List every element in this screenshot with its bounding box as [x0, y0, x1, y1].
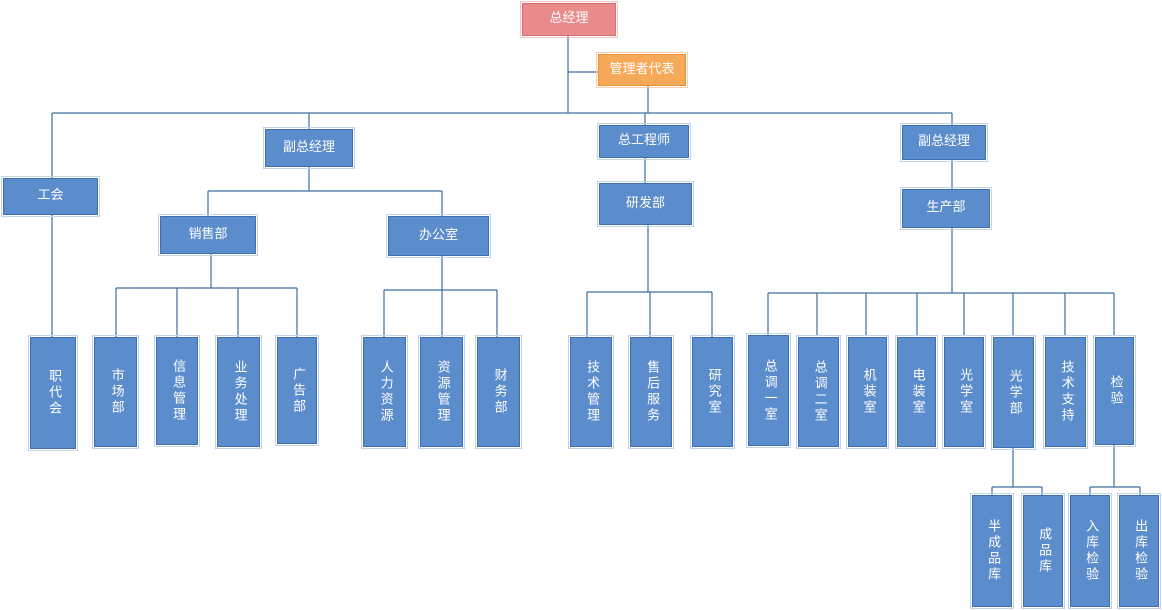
deputy-gm-2-box: 副总经理: [900, 123, 988, 162]
union-label: 工会: [37, 188, 64, 204]
semi-finished-warehouse-label: 半成品库: [985, 519, 1001, 583]
general-manager-label: 总经理: [549, 11, 589, 27]
finance-dept-box: 财务部: [475, 335, 522, 449]
advertising-dept-label: 广告部: [290, 366, 306, 415]
hr-label: 人力资源: [377, 360, 393, 424]
resource-mgmt-label: 资源管理: [434, 360, 450, 424]
semi-finished-warehouse-box: 半成品库: [970, 493, 1014, 609]
production-dept-label: 生产部: [926, 200, 966, 216]
deputy-gm-2-label: 副总经理: [917, 134, 970, 150]
optics-dept-label: 光学部: [1006, 368, 1022, 417]
inbound-inspection-box: 入库检验: [1068, 493, 1112, 609]
deputy-gm-1-label: 副总经理: [282, 139, 335, 155]
tuning-room-2-box: 总调二室: [796, 335, 841, 449]
tuning-room-1-box: 总调一室: [746, 333, 791, 448]
general-manager-box: 总经理: [520, 1, 618, 38]
research-room-label: 研究室: [705, 368, 721, 416]
office-box: 办公室: [386, 214, 491, 258]
staff-congress-box: 职代会: [28, 335, 78, 451]
optics-dept-box: 光学部: [991, 335, 1036, 450]
tech-support-box: 技术支持: [1043, 335, 1088, 449]
production-dept-box: 生产部: [900, 187, 992, 230]
office-label: 办公室: [418, 227, 458, 243]
market-dept-box: 市场部: [92, 335, 139, 449]
info-mgmt-label: 信息管理: [170, 359, 186, 423]
machining-room-label: 机装室: [860, 368, 876, 416]
tech-support-label: 技术支持: [1058, 360, 1074, 424]
hr-box: 人力资源: [361, 335, 408, 449]
tuning-room-2-label: 总调二室: [811, 360, 827, 424]
finance-dept-label: 财务部: [491, 368, 507, 416]
tuning-room-1-label: 总调一室: [761, 358, 777, 423]
research-room-box: 研究室: [690, 335, 735, 449]
after-sales-box: 售后服务: [628, 335, 674, 449]
business-processing-label: 业务处理: [231, 360, 247, 424]
optics-room-box: 光学室: [942, 335, 986, 449]
union-box: 工会: [1, 176, 100, 217]
outbound-inspection-box: 出库检验: [1117, 493, 1161, 609]
management-representative-box: 管理者代表: [596, 52, 688, 88]
inbound-inspection-label: 入库检验: [1083, 519, 1099, 583]
management-representative-label: 管理者代表: [609, 61, 675, 77]
tech-mgmt-label: 技术管理: [584, 360, 600, 424]
tech-mgmt-box: 技术管理: [568, 335, 614, 449]
rnd-dept-label: 研发部: [625, 195, 665, 211]
inspection-box: 检验: [1093, 335, 1136, 447]
inspection-label: 检验: [1107, 375, 1123, 407]
info-mgmt-box: 信息管理: [154, 335, 200, 447]
optics-room-label: 光学室: [957, 368, 973, 416]
after-sales-label: 售后服务: [644, 360, 660, 424]
staff-congress-label: 职代会: [46, 369, 62, 417]
finished-warehouse-label: 成品库: [1036, 527, 1052, 575]
electrical-room-label: 电装室: [909, 368, 925, 416]
machining-room-box: 机装室: [846, 335, 889, 449]
advertising-dept-box: 广告部: [275, 335, 319, 446]
outbound-inspection-label: 出库检验: [1132, 519, 1148, 583]
business-processing-box: 业务处理: [215, 335, 262, 449]
chief-engineer-box: 总工程师: [597, 123, 691, 160]
electrical-room-box: 电装室: [895, 335, 938, 449]
sales-dept-label: 销售部: [188, 226, 228, 242]
chief-engineer-label: 总工程师: [617, 133, 670, 149]
finished-warehouse-box: 成品库: [1021, 493, 1065, 609]
rnd-dept-box: 研发部: [597, 181, 694, 227]
resource-mgmt-box: 资源管理: [418, 335, 465, 449]
market-dept-label: 市场部: [108, 368, 124, 416]
sales-dept-box: 销售部: [158, 214, 258, 256]
deputy-gm-1-box: 副总经理: [263, 127, 355, 169]
